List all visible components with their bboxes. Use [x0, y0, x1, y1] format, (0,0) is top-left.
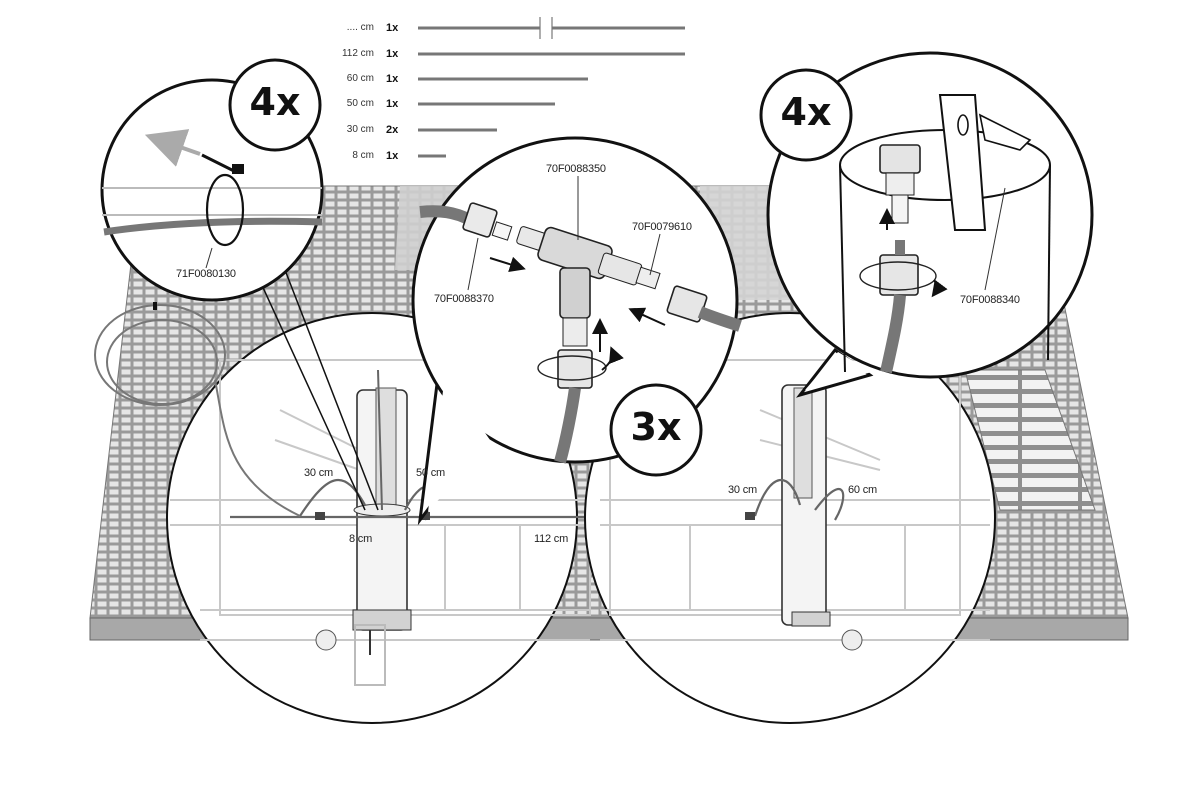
measure-left-30: 30 cm [304, 467, 333, 479]
cut-qty: 1x [386, 22, 399, 34]
measure-right-60: 60 cm [848, 484, 877, 496]
part-number-nut: 70F0088370 [434, 293, 494, 305]
part-number-nipple: 70F0079610 [632, 221, 692, 233]
tee-fitting-callout [411, 136, 742, 526]
measure-center-112: 112 cm [534, 533, 569, 545]
cylinder-fitting-callout [759, 51, 1094, 398]
cut-length: 50 cm [346, 98, 374, 109]
cut-qty: 1x [386, 73, 399, 85]
cut-list-bars [418, 17, 685, 158]
cut-qty: 1x [386, 98, 399, 110]
part-number-cable-tie: 71F0080130 [176, 268, 236, 280]
cable-tie-callout [100, 58, 379, 511]
cut-qty: 1x [386, 48, 399, 60]
middle-count-badge: 3x [630, 405, 682, 449]
measure-left-8: 8 cm [349, 533, 373, 545]
cut-qty: 1x [386, 150, 399, 162]
cut-length: 60 cm [346, 73, 374, 84]
cut-length: 8 cm [352, 150, 374, 161]
cut-length: .... cm [346, 22, 374, 33]
cut-qty: 2x [386, 124, 399, 136]
cut-length: 30 cm [346, 124, 374, 135]
measure-left-50: 50 cm [416, 467, 445, 479]
cut-length: 112 cm [341, 48, 374, 59]
right-count-badge: 4x [780, 90, 832, 134]
part-number-tee: 70F0088350 [546, 163, 606, 175]
coiled-hose [94, 304, 301, 517]
left-count-badge: 4x [249, 80, 301, 124]
part-number-cylinder-fitting: 70F0088340 [960, 294, 1020, 306]
measure-right-30: 30 cm [728, 484, 757, 496]
